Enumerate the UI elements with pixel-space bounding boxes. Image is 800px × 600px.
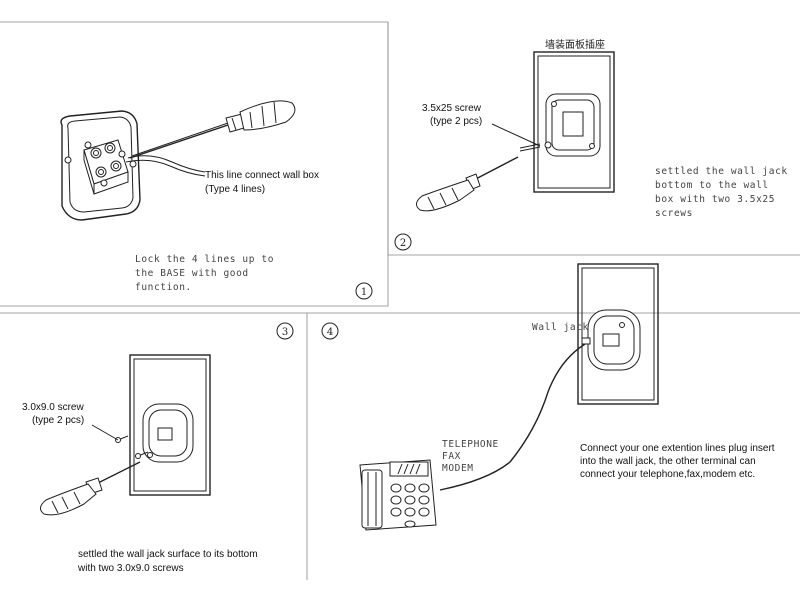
screw-icon: [491, 123, 541, 152]
caption-line-1: Lock the 4 lines up to: [135, 254, 274, 265]
caption-line-2: with two 3.0x9.0 screws: [77, 563, 184, 574]
screw-label-line-2: (type 2 pcs): [430, 116, 482, 127]
device-label: TELEPHONE FAX MODEM: [442, 439, 499, 474]
svg-text:2: 2: [400, 238, 406, 249]
screwdriver-icon: [129, 100, 296, 159]
wall-jack-label: Wall jack: [532, 322, 589, 333]
caption-line-3: function.: [135, 282, 192, 293]
caption-line-4: screws: [655, 208, 693, 219]
step-number-2: 2: [394, 233, 412, 251]
caption-line-2: bottom to the wall: [655, 180, 769, 191]
panel-1-caption: Lock the 4 lines up to the BASE with goo…: [135, 254, 274, 293]
caption-line-1: settled the wall jack: [655, 166, 788, 177]
screw-label-line-1: 3.5x25 screw: [422, 103, 482, 114]
wall-jack: [587, 309, 641, 371]
wall-plate: [129, 354, 211, 496]
terminal-screws: [84, 141, 126, 187]
screw-icons: [91, 424, 149, 459]
device-label-line-1: TELEPHONE: [442, 439, 499, 450]
caption-line-1: Connect your one extention lines plug in…: [580, 443, 775, 454]
step-number-1: 1: [355, 282, 373, 300]
screw-label-line-2: (type 2 pcs): [32, 415, 84, 426]
jack-base: [544, 93, 601, 157]
wall-box-base: [60, 110, 141, 221]
panel-3-caption: settled the wall jack surface to its bot…: [77, 549, 258, 574]
panel-dividers: [0, 21, 800, 580]
screw-label-line-1: 3.0x9.0 screw: [22, 402, 84, 413]
panel-1: This line connect wall box (Type 4 lines…: [60, 100, 373, 300]
device-label-line-2: FAX: [442, 451, 461, 462]
wall-plate: [577, 263, 659, 405]
svg-text:4: 4: [327, 327, 333, 338]
chinese-label: 墙装面板插座: [545, 38, 605, 51]
callout-line-connect: This line connect wall box (Type 4 lines…: [205, 170, 319, 195]
panel-2: 墙装面板插座 3.5x25 screw (type 2 pcs): [394, 38, 788, 251]
panel-2-caption: settled the wall jack bottom to the wall…: [655, 166, 788, 219]
panel-3: 3 3.0x9.0 screw (type 2 pcs): [22, 322, 294, 574]
svg-text:3: 3: [282, 327, 288, 338]
keypad: [390, 483, 430, 528]
svg-text:1: 1: [361, 287, 367, 298]
panel-4: 4 Wall jack: [321, 263, 775, 531]
caption-line-2: the BASE with good: [135, 268, 249, 279]
wall-jack: [142, 403, 194, 463]
step-number-3: 3: [276, 322, 294, 340]
step-number-4: 4: [321, 322, 339, 340]
callout-line-2: (Type 4 lines): [205, 184, 265, 195]
caption-line-3: connect your telephone,fax,modem etc.: [580, 469, 755, 480]
wall-plate: [533, 51, 615, 193]
device-label-line-3: MODEM: [442, 463, 474, 474]
telephone-icon: [359, 459, 437, 531]
phone-cord: [439, 337, 591, 491]
callout-line-1: This line connect wall box: [205, 170, 319, 181]
caption-line-2: into the wall jack, the other terminal c…: [580, 456, 756, 467]
caption-line-3: box with two 3.5x25: [655, 194, 775, 205]
panel-4-caption: Connect your one extention lines plug in…: [580, 443, 775, 480]
wire-lines: [125, 155, 206, 177]
caption-line-1: settled the wall jack surface to its bot…: [78, 549, 258, 560]
screwdriver-icon: [40, 461, 141, 516]
screwdriver-icon: [416, 156, 519, 212]
